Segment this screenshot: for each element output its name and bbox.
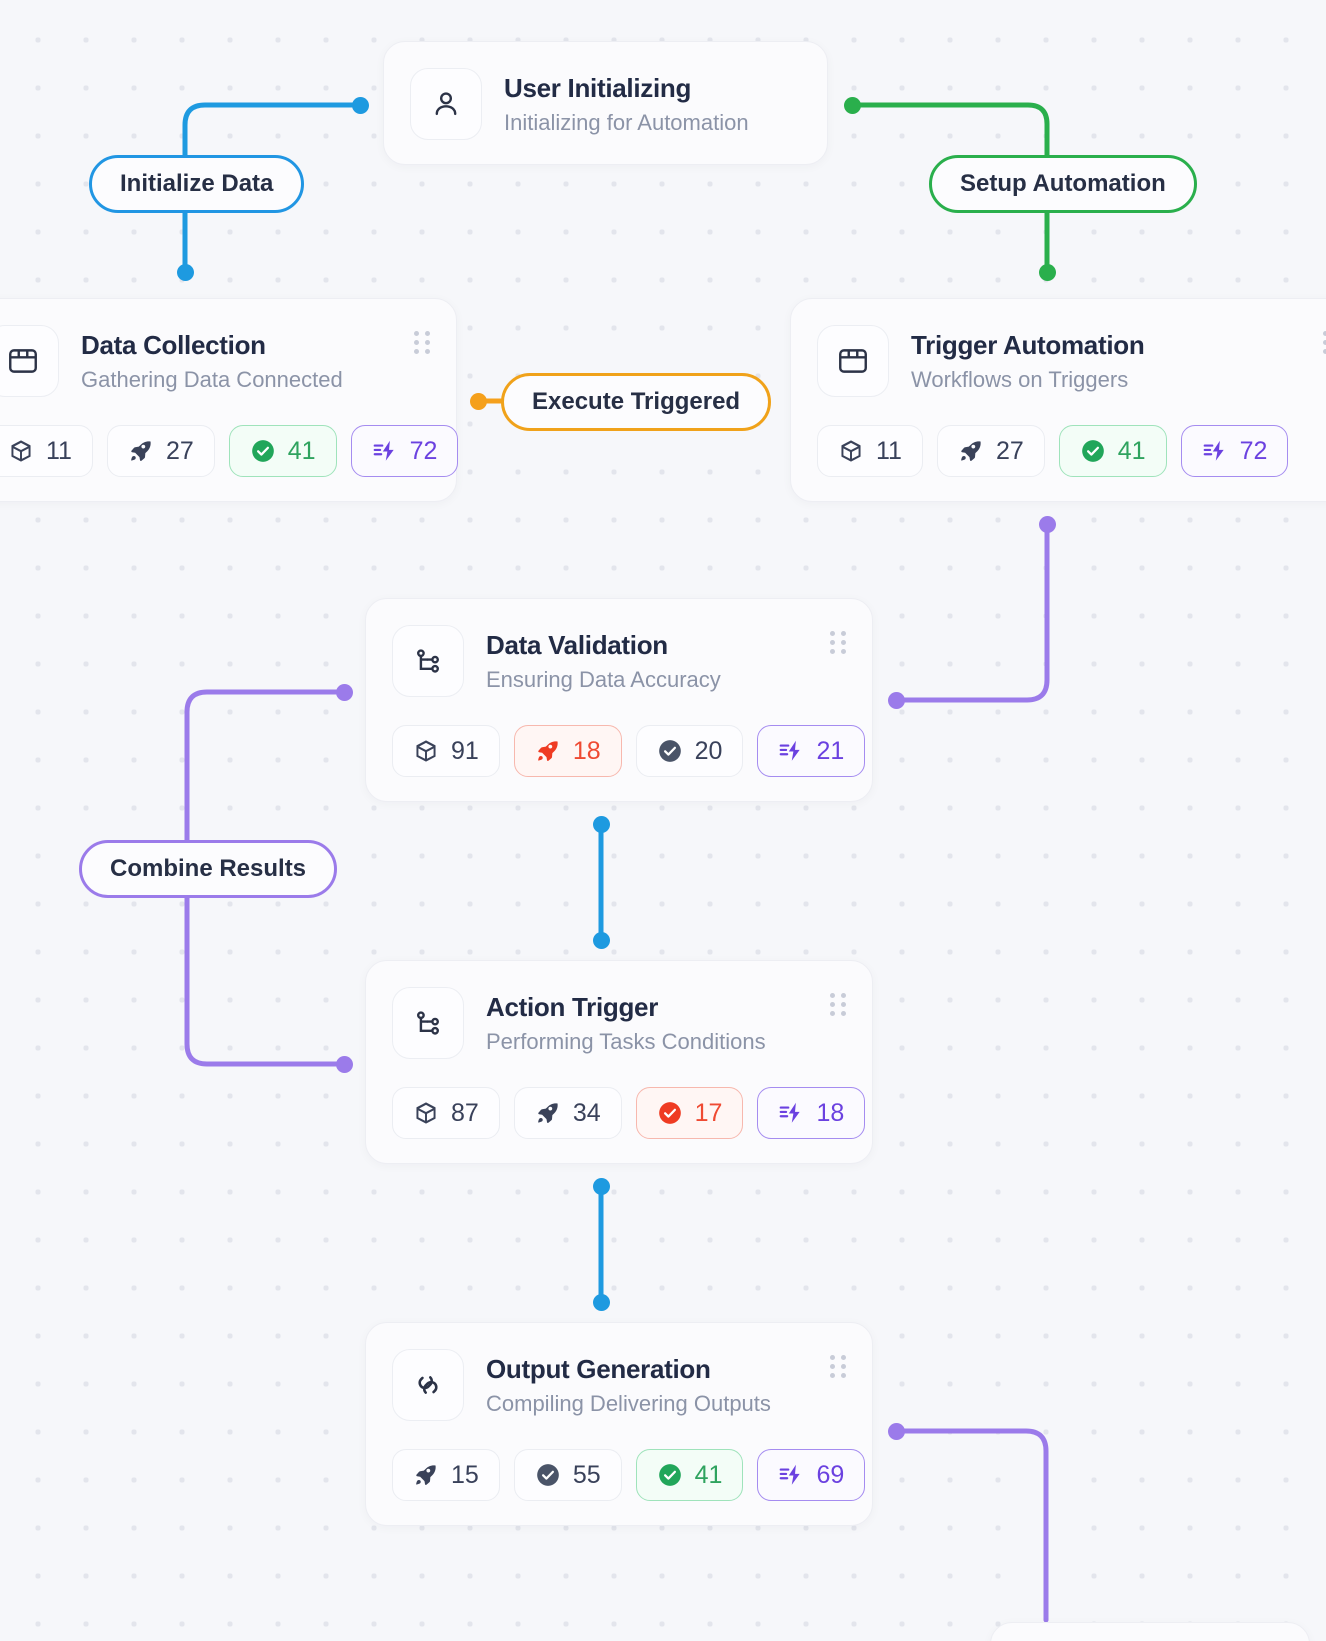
edge-dot-trigger-bottom	[1039, 516, 1056, 533]
drag-handle-icon[interactable]	[830, 1355, 846, 1378]
edge-dot-validation-bottom	[593, 816, 610, 833]
drag-handle-icon[interactable]	[830, 993, 846, 1016]
badge-value: 41	[694, 1460, 723, 1489]
drag-handle-icon[interactable]	[414, 331, 430, 354]
badge-value: 17	[694, 1098, 723, 1127]
badge-value: 21	[816, 736, 845, 765]
edge-dot-action-bottom	[593, 1178, 610, 1195]
node-title: Trigger Automation	[911, 329, 1145, 360]
node-next-partial[interactable]	[990, 1622, 1310, 1641]
drag-handle-icon[interactable]	[1323, 331, 1326, 354]
badge-value: 41	[1117, 436, 1146, 465]
node-subtitle: Performing Tasks Conditions	[486, 1028, 766, 1054]
badge-check-dark[interactable]: 55	[513, 1449, 622, 1501]
badge-value: 15	[451, 1460, 479, 1489]
node-subtitle: Initializing for Automation	[504, 109, 749, 135]
pill-execute-triggered[interactable]: Execute Triggered	[501, 373, 772, 431]
pill-label: Combine Results	[110, 855, 307, 882]
pill-initialize-data[interactable]: Initialize Data	[89, 155, 305, 213]
badge-bolt[interactable]: 72	[350, 425, 459, 477]
badge-box[interactable]: 11	[817, 425, 923, 477]
edge-dot-validation-right	[888, 692, 905, 709]
node-title: Action Trigger	[486, 991, 659, 1022]
edge-dot-output-right	[888, 1423, 905, 1440]
pill-label: Initialize Data	[120, 170, 274, 197]
drag-handle-icon[interactable]	[830, 631, 846, 654]
edge-dot-collection-top	[177, 264, 194, 281]
badge-value: 27	[995, 436, 1024, 465]
browser-icon	[0, 325, 59, 397]
badge-check-red[interactable]: 17	[635, 1087, 744, 1139]
node-data-validation[interactable]: Data Validation Ensuring Data Accuracy 9…	[365, 598, 873, 802]
badge-check[interactable]: 41	[228, 425, 337, 477]
badge-check-dark[interactable]: 20	[635, 725, 744, 777]
edge-dot-trigger-top	[1039, 264, 1056, 281]
badge-bolt[interactable]: 69	[757, 1449, 866, 1501]
badge-value: 87	[451, 1098, 479, 1127]
badge-value: 34	[572, 1098, 601, 1127]
link-icon	[392, 1349, 464, 1421]
node-output-generation[interactable]: Output Generation Compiling Delivering O…	[365, 1322, 873, 1526]
badge-value: 18	[572, 736, 601, 765]
badge-bolt[interactable]: 18	[757, 1087, 866, 1139]
node-title: Output Generation	[486, 1353, 711, 1384]
node-title: Data Collection	[81, 329, 266, 360]
badge-value: 11	[46, 436, 72, 465]
badge-box[interactable]: 11	[0, 425, 93, 477]
badge-rocket[interactable]: 15	[392, 1449, 500, 1501]
node-data-collection[interactable]: Data Collection Gathering Data Connected…	[0, 298, 459, 502]
browser-icon	[817, 325, 889, 397]
node-title: Data Validation	[486, 629, 668, 660]
node-trigger-automation[interactable]: Trigger Automation Workflows on Triggers…	[790, 298, 1326, 502]
badge-value: 91	[451, 736, 479, 765]
badge-value: 11	[876, 436, 902, 465]
branch-icon	[392, 625, 464, 697]
edge-dot-user-left	[352, 97, 369, 114]
badge-bolt[interactable]: 72	[1180, 425, 1289, 477]
badge-rocket[interactable]: 18	[513, 725, 622, 777]
node-subtitle: Gathering Data Connected	[81, 366, 343, 392]
branch-icon	[392, 987, 464, 1059]
badge-row: 15 55 41 69	[392, 1449, 866, 1501]
badge-value: 72	[1239, 436, 1268, 465]
badge-value: 41	[287, 436, 316, 465]
pill-label: Execute Triggered	[532, 388, 741, 415]
badge-value: 69	[816, 1460, 845, 1489]
badge-value: 18	[816, 1098, 845, 1127]
node-title: User Initializing	[504, 72, 692, 103]
node-subtitle: Workflows on Triggers	[911, 366, 1129, 392]
pill-label: Setup Automation	[960, 170, 1166, 197]
badge-check[interactable]: 41	[635, 1449, 744, 1501]
badge-row: 11 27 41 72	[0, 425, 459, 477]
badge-row: 87 34 17 18	[392, 1087, 866, 1139]
badge-bolt[interactable]: 21	[757, 725, 866, 777]
edge-dot-validation-left	[336, 684, 353, 701]
node-user-initializing[interactable]: User Initializing Initializing for Autom…	[383, 41, 828, 165]
badge-value: 20	[694, 736, 723, 765]
badge-box[interactable]: 87	[392, 1087, 500, 1139]
badge-rocket[interactable]: 34	[513, 1087, 622, 1139]
badge-rocket[interactable]: 27	[106, 425, 215, 477]
badge-row: 11 27 41 72	[817, 425, 1326, 477]
pill-setup-automation[interactable]: Setup Automation	[929, 155, 1197, 213]
edge-dot-execute-left	[470, 393, 487, 410]
user-icon	[410, 68, 482, 140]
badge-box[interactable]: 91	[392, 725, 500, 777]
badge-value: 72	[409, 436, 438, 465]
edge-dot-user-right	[844, 97, 861, 114]
node-subtitle: Ensuring Data Accuracy	[486, 666, 721, 692]
edge-dot-action-top	[593, 932, 610, 949]
node-subtitle: Compiling Delivering Outputs	[486, 1390, 771, 1416]
node-action-trigger[interactable]: Action Trigger Performing Tasks Conditio…	[365, 960, 873, 1164]
badge-rocket[interactable]: 27	[936, 425, 1045, 477]
badge-row: 91 18 20 21	[392, 725, 866, 777]
edge-dot-output-top	[593, 1294, 610, 1311]
badge-value: 27	[165, 436, 194, 465]
pill-combine-results[interactable]: Combine Results	[79, 840, 338, 898]
badge-value: 55	[572, 1460, 601, 1489]
badge-check[interactable]: 41	[1058, 425, 1167, 477]
edge-dot-action-left	[336, 1056, 353, 1073]
